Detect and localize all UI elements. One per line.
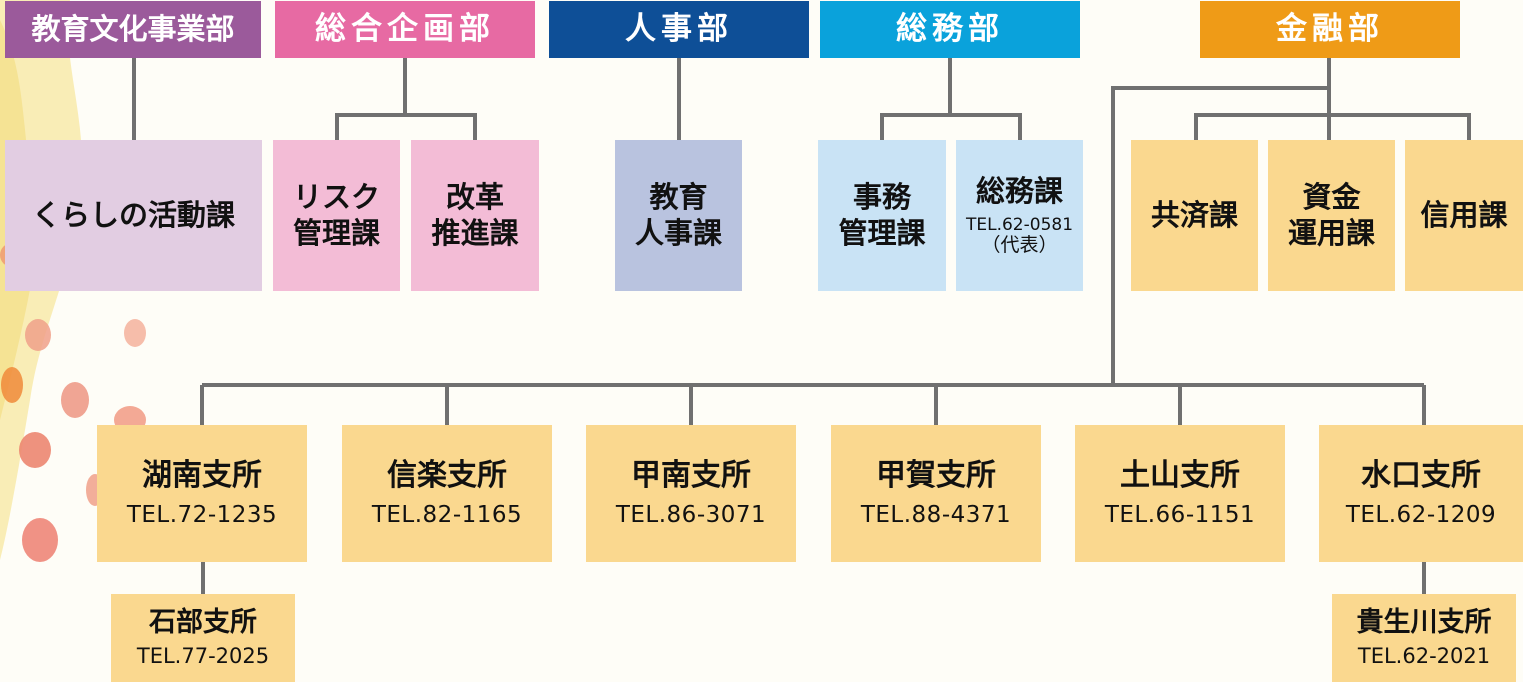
branch-tel: TEL.66-1151 [1104,501,1256,528]
section-soumu-tel: TEL.62-0581 [965,215,1074,236]
dept-general-affairs: 総務部 [820,1,1080,58]
dept-hr: 人事部 [549,1,809,58]
section-funds: 資金 運用課 [1268,140,1395,291]
section-edu-hr: 教育 人事課 [615,140,742,291]
section-reform: 改革 推進課 [411,140,539,291]
sub-branch-kibukawa: 貴生川支所 TEL.62-2021 [1332,594,1516,682]
sub-branch-name: 貴生川支所 [1356,606,1492,638]
branch-tel: TEL.88-4371 [860,501,1012,528]
section-kyosai: 共済課 [1131,140,1258,291]
branch-tel: TEL.82-1165 [371,501,523,528]
section-soumu-name: 総務課 [975,173,1063,208]
branch-kouka: 甲賀支所 TEL.88-4371 [831,425,1041,562]
branch-tel: TEL.86-3071 [615,501,767,528]
dept-finance: 金融部 [1200,1,1460,58]
dept-education: 教育文化事業部 [5,1,261,58]
section-credit: 信用課 [1405,140,1523,291]
branch-name: 湖南支所 [142,458,262,494]
dept-planning: 総合企画部 [275,1,535,58]
section-kurashi: くらしの活動課 [5,140,262,291]
sub-branch-name: 石部支所 [149,606,257,638]
branch-tel: TEL.72-1235 [126,501,278,528]
branch-kounan: 甲南支所 TEL.86-3071 [586,425,796,562]
sub-branch-ishibe: 石部支所 TEL.77-2025 [111,594,295,682]
section-office-mgmt: 事務 管理課 [818,140,946,291]
branch-name: 甲賀支所 [876,458,996,494]
section-soumu-note: （代表） [981,234,1058,257]
branch-minakuchi: 水口支所 TEL.62-1209 [1319,425,1523,562]
section-risk: リスク 管理課 [273,140,400,291]
section-soumu: 総務課 TEL.62-0581 （代表） [956,140,1083,291]
sub-branch-tel: TEL.62-2021 [1357,643,1491,668]
branch-name: 信楽支所 [387,458,507,494]
branch-name: 水口支所 [1361,458,1481,494]
branch-name: 甲南支所 [631,458,751,494]
branch-tsuchiyama: 土山支所 TEL.66-1151 [1075,425,1285,562]
branch-tel: TEL.62-1209 [1345,501,1497,528]
branch-konan: 湖南支所 TEL.72-1235 [97,425,307,562]
branch-shigaraki: 信楽支所 TEL.82-1165 [342,425,552,562]
branch-name: 土山支所 [1120,458,1240,494]
sub-branch-tel: TEL.77-2025 [136,643,270,668]
